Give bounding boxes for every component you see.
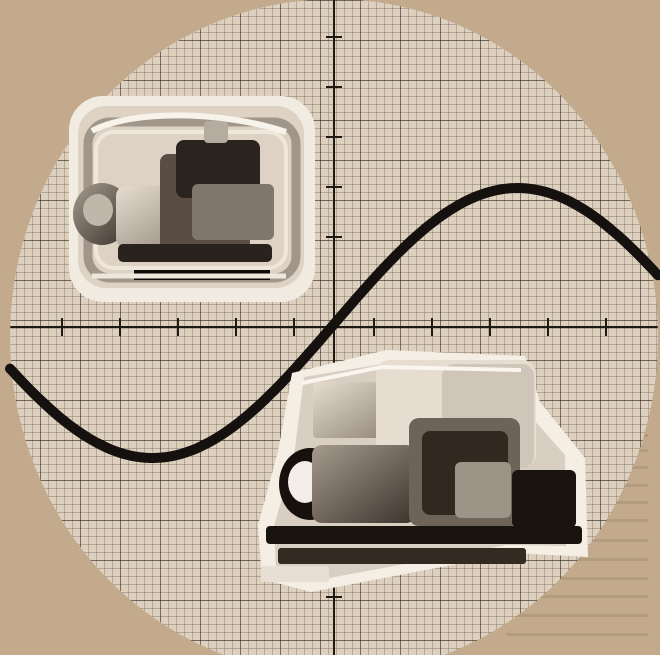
sine-curve	[5, 182, 660, 463]
industrial-generator-set	[258, 350, 588, 592]
portable-generator	[69, 96, 315, 302]
